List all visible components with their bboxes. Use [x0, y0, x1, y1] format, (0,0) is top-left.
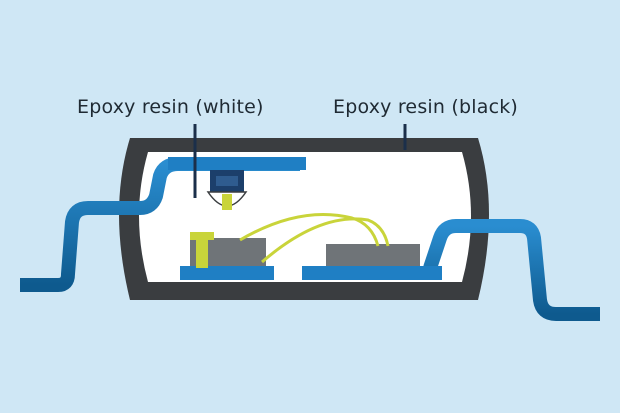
emitter-lead-pad — [168, 157, 306, 170]
bottom-left-lead-pad — [180, 266, 274, 280]
led-emitter-highlight — [216, 176, 238, 186]
bond-wire-1 — [239, 212, 380, 247]
label-epoxy-black: Epoxy resin (black) — [333, 96, 519, 118]
bond-post-cap — [190, 232, 214, 240]
emitter-bond-stub — [222, 194, 232, 210]
bond-wire-2 — [261, 217, 390, 264]
label-epoxy-white: Epoxy resin (white) — [77, 96, 264, 118]
output-chip — [326, 244, 420, 266]
left-lead-frame — [20, 157, 300, 292]
bond-post — [196, 232, 208, 268]
bottom-right-lead-pad — [302, 266, 442, 280]
right-lead-frame — [423, 219, 600, 321]
